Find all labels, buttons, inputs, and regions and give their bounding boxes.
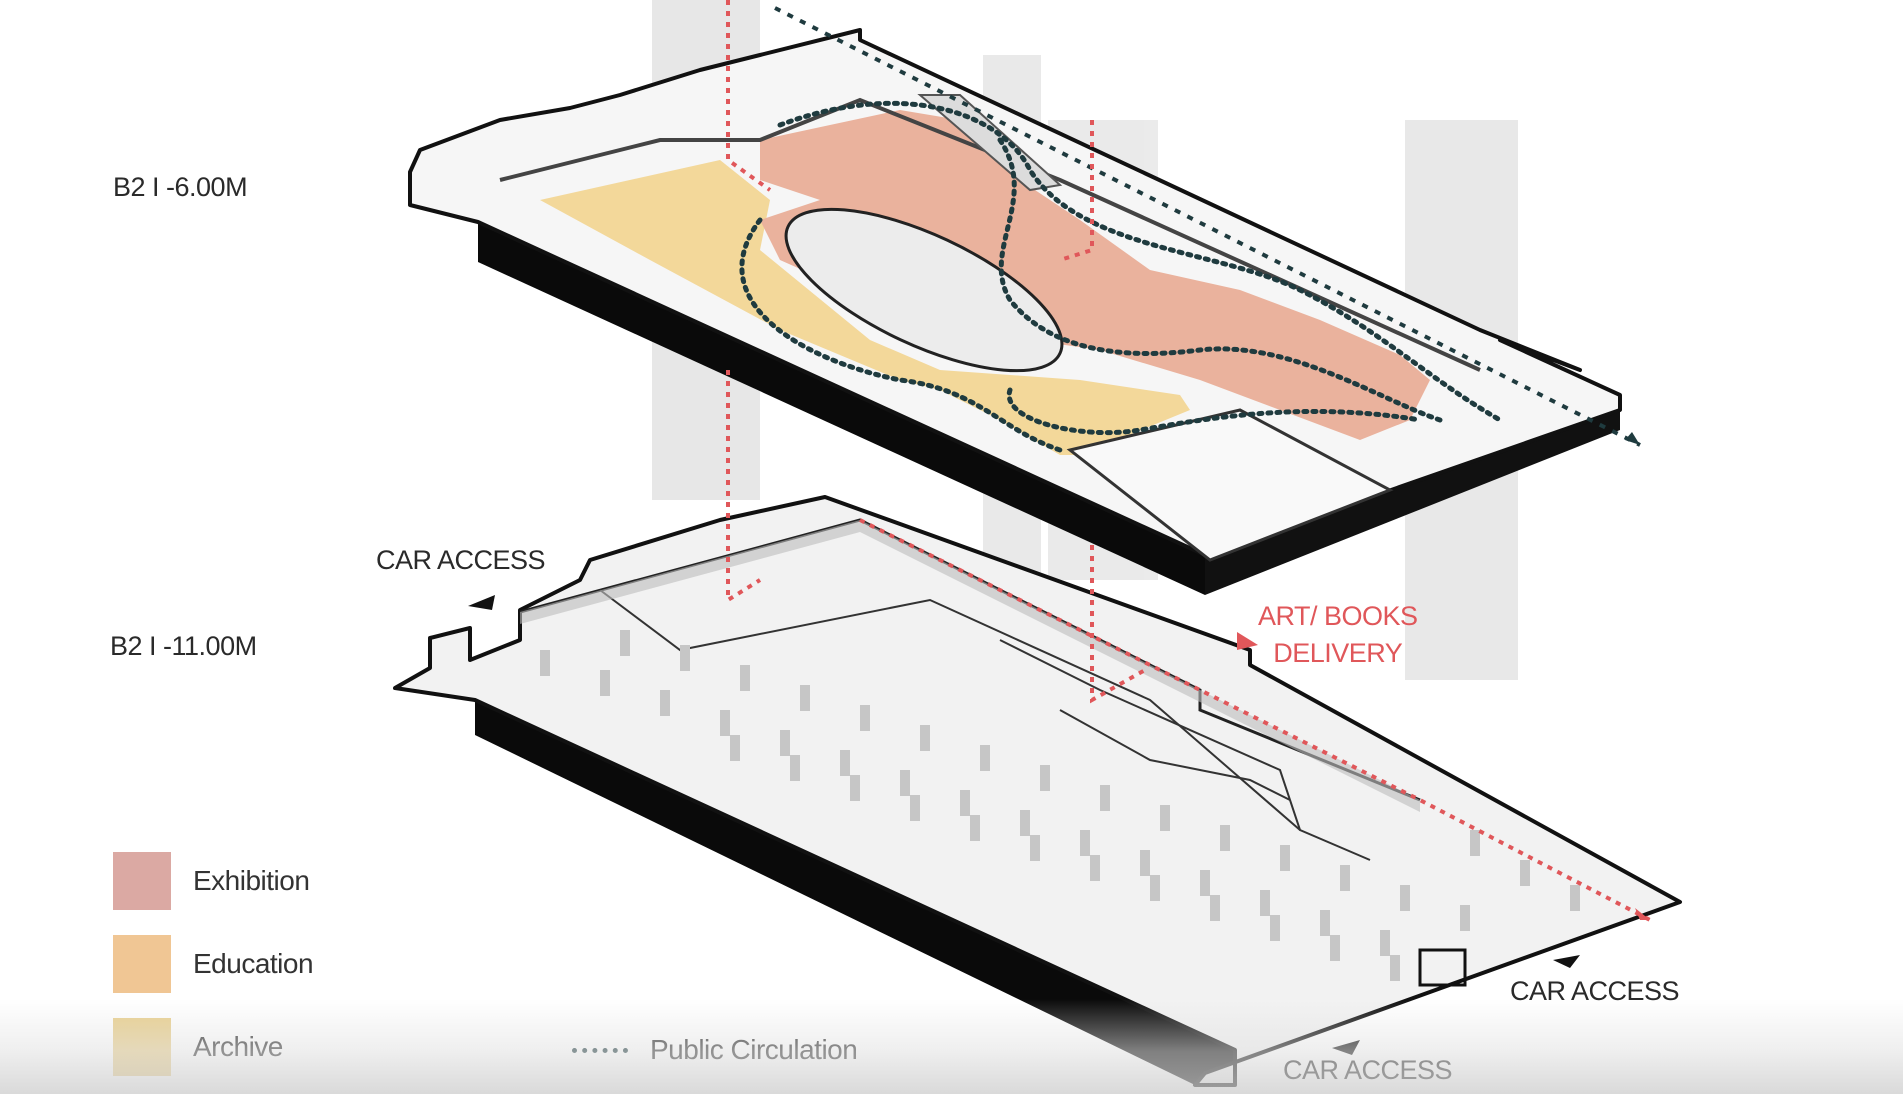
legend-item-circulation: Public Circulation xyxy=(572,1034,858,1066)
legend-swatch-education xyxy=(113,935,171,993)
car-access-arrow-left-icon xyxy=(468,595,495,610)
ramp xyxy=(917,94,1063,192)
car-access-label-bottom: CAR ACCESS xyxy=(1283,1055,1453,1085)
legend-item-archive: Archive xyxy=(113,1018,283,1076)
legend-swatch-exhibition xyxy=(113,852,171,910)
delivery-label-line1: ART/ BOOKS xyxy=(1258,601,1418,631)
column-grid xyxy=(540,630,1580,981)
legend-label-exhibition: Exhibition xyxy=(193,865,310,896)
lower-slab-stair xyxy=(1418,948,1467,987)
delivery-arrow-end-icon xyxy=(1635,908,1650,920)
delivery-label-line2: DELIVERY xyxy=(1273,638,1403,668)
lower-slab-room-wall xyxy=(599,589,1301,831)
legend-swatch-archive xyxy=(113,1018,171,1076)
archive-zone xyxy=(540,160,1190,455)
circulation-line-icon xyxy=(572,1047,628,1053)
public-circulation-path xyxy=(739,100,1503,453)
lower-slab-room-wall xyxy=(999,639,1371,861)
central-atrium-void xyxy=(784,207,1064,373)
legend-item-exhibition: Exhibition xyxy=(113,852,310,910)
circulation-arrow-head xyxy=(1625,432,1640,445)
car-access-label-right: CAR ACCESS xyxy=(1510,976,1680,1006)
upper-slab-edge xyxy=(478,222,1205,595)
lower-slab-parking-level xyxy=(393,495,1682,1087)
upper-slab-cultural-level xyxy=(408,6,1641,595)
upper-slab-walls xyxy=(499,97,1481,372)
upper-slab-edge-right xyxy=(1205,410,1620,595)
lower-slab-wall-shadow xyxy=(520,520,1420,812)
legend-label-archive: Archive xyxy=(193,1031,283,1062)
level-label-lower: B2 I -11.00M xyxy=(110,631,257,661)
car-access-arrow-bottom-icon xyxy=(1332,1040,1360,1055)
delivery-route xyxy=(726,0,1651,922)
car-access-label-left: CAR ACCESS xyxy=(376,545,546,575)
delivery-label: ART/ BOOKS DELIVERY xyxy=(1258,598,1418,672)
legend-label-circulation: Public Circulation xyxy=(650,1034,858,1065)
delivery-arrow-icon xyxy=(1237,632,1258,650)
level-label-upper: B2 I -6.00M xyxy=(113,172,248,202)
exhibition-zone xyxy=(760,110,1430,440)
car-access-arrow-right-icon xyxy=(1553,955,1580,968)
legend-label-education: Education xyxy=(193,948,314,979)
lower-slab-room-wall xyxy=(1059,709,1291,801)
legend-item-education: Education xyxy=(113,935,314,993)
